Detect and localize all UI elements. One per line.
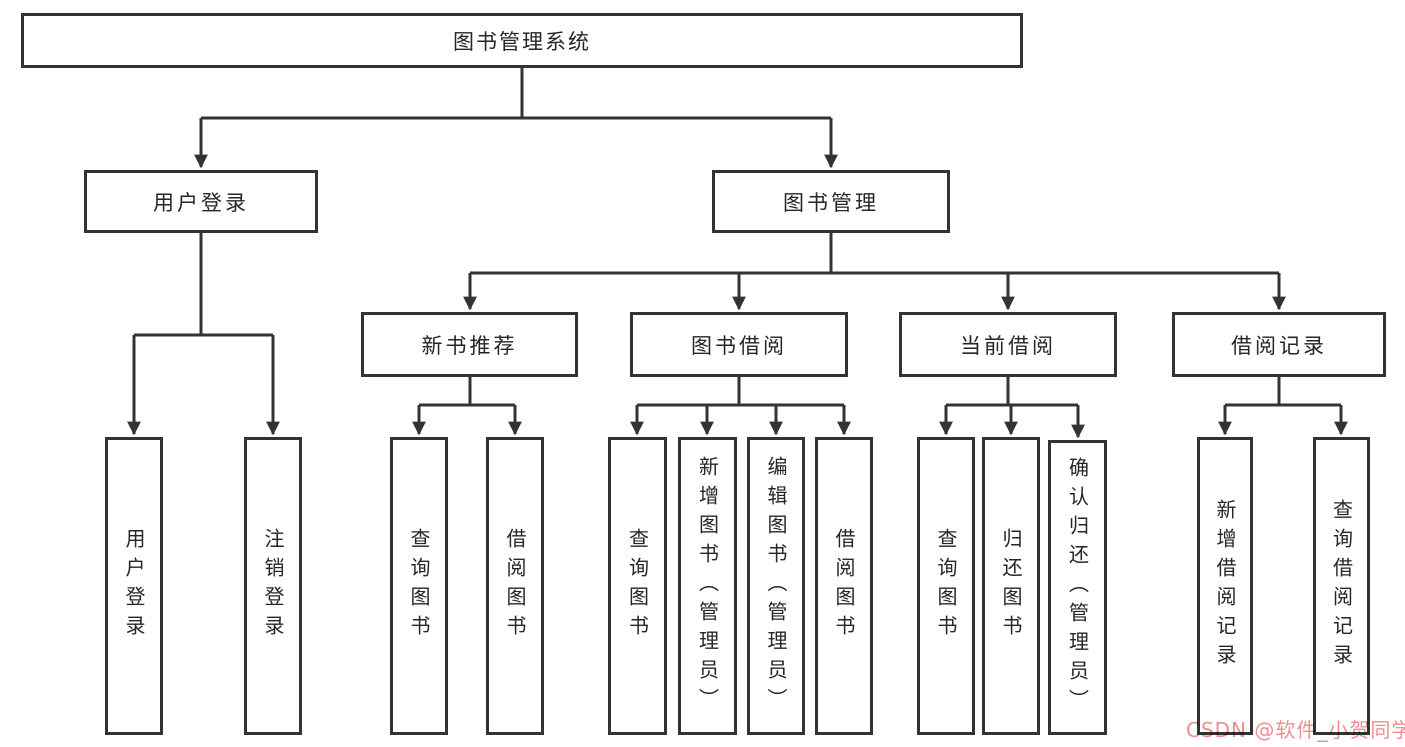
leaf-query-books-borrow: 查询图书 xyxy=(608,437,667,735)
leaf-query-books-current: 查询图书 xyxy=(917,437,975,735)
node-book-borrow: 图书借阅 xyxy=(630,312,848,377)
leaf-borrow-books: 借阅图书 xyxy=(815,437,873,735)
leaf-add-borrow-record: 新增借阅记录 xyxy=(1197,437,1253,735)
csdn-watermark: CSDN @软件_小贺同学 xyxy=(1186,718,1405,742)
node-library-system: 图书管理系统 xyxy=(21,13,1023,68)
leaf-edit-books-admin: 编辑图书（管理员） xyxy=(747,437,805,735)
leaf-logout: 注销登录 xyxy=(244,437,302,735)
node-user-login: 用户登录 xyxy=(84,170,318,233)
leaf-query-books-recommend: 查询图书 xyxy=(390,437,448,735)
node-book-management: 图书管理 xyxy=(712,170,950,233)
node-new-book-recommend: 新书推荐 xyxy=(361,312,578,377)
leaf-query-borrow-record: 查询借阅记录 xyxy=(1313,437,1370,735)
leaf-confirm-return-admin: 确认归还（管理员） xyxy=(1048,440,1107,735)
leaf-add-books-admin: 新增图书（管理员） xyxy=(678,437,737,735)
node-current-borrow: 当前借阅 xyxy=(899,312,1117,377)
leaf-borrow-books-recommend: 借阅图书 xyxy=(486,437,544,735)
node-borrow-records: 借阅记录 xyxy=(1172,312,1386,377)
leaf-user-login: 用户登录 xyxy=(105,437,163,735)
connector-trunks xyxy=(134,68,1341,407)
leaf-return-books: 归还图书 xyxy=(982,437,1040,735)
